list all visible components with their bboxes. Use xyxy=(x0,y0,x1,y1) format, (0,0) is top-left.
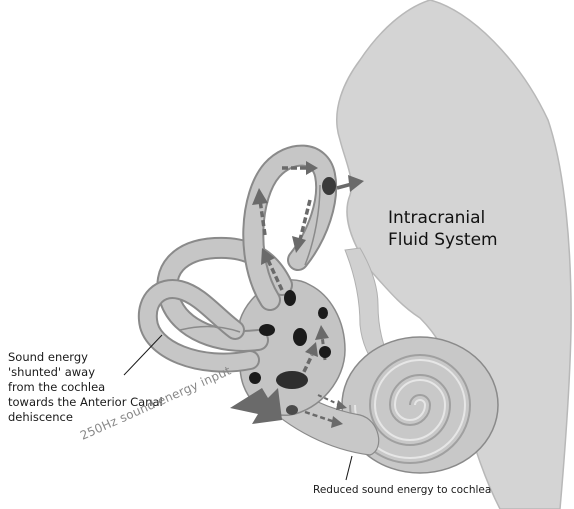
leader-line-reduced xyxy=(346,456,352,480)
dehiscence-blob xyxy=(322,177,336,195)
input-arrow xyxy=(230,388,282,424)
reduced-energy-label: Reduced sound energy to cochlea xyxy=(313,483,491,497)
fluid-system-label: Intracranial Fluid System xyxy=(388,207,498,251)
